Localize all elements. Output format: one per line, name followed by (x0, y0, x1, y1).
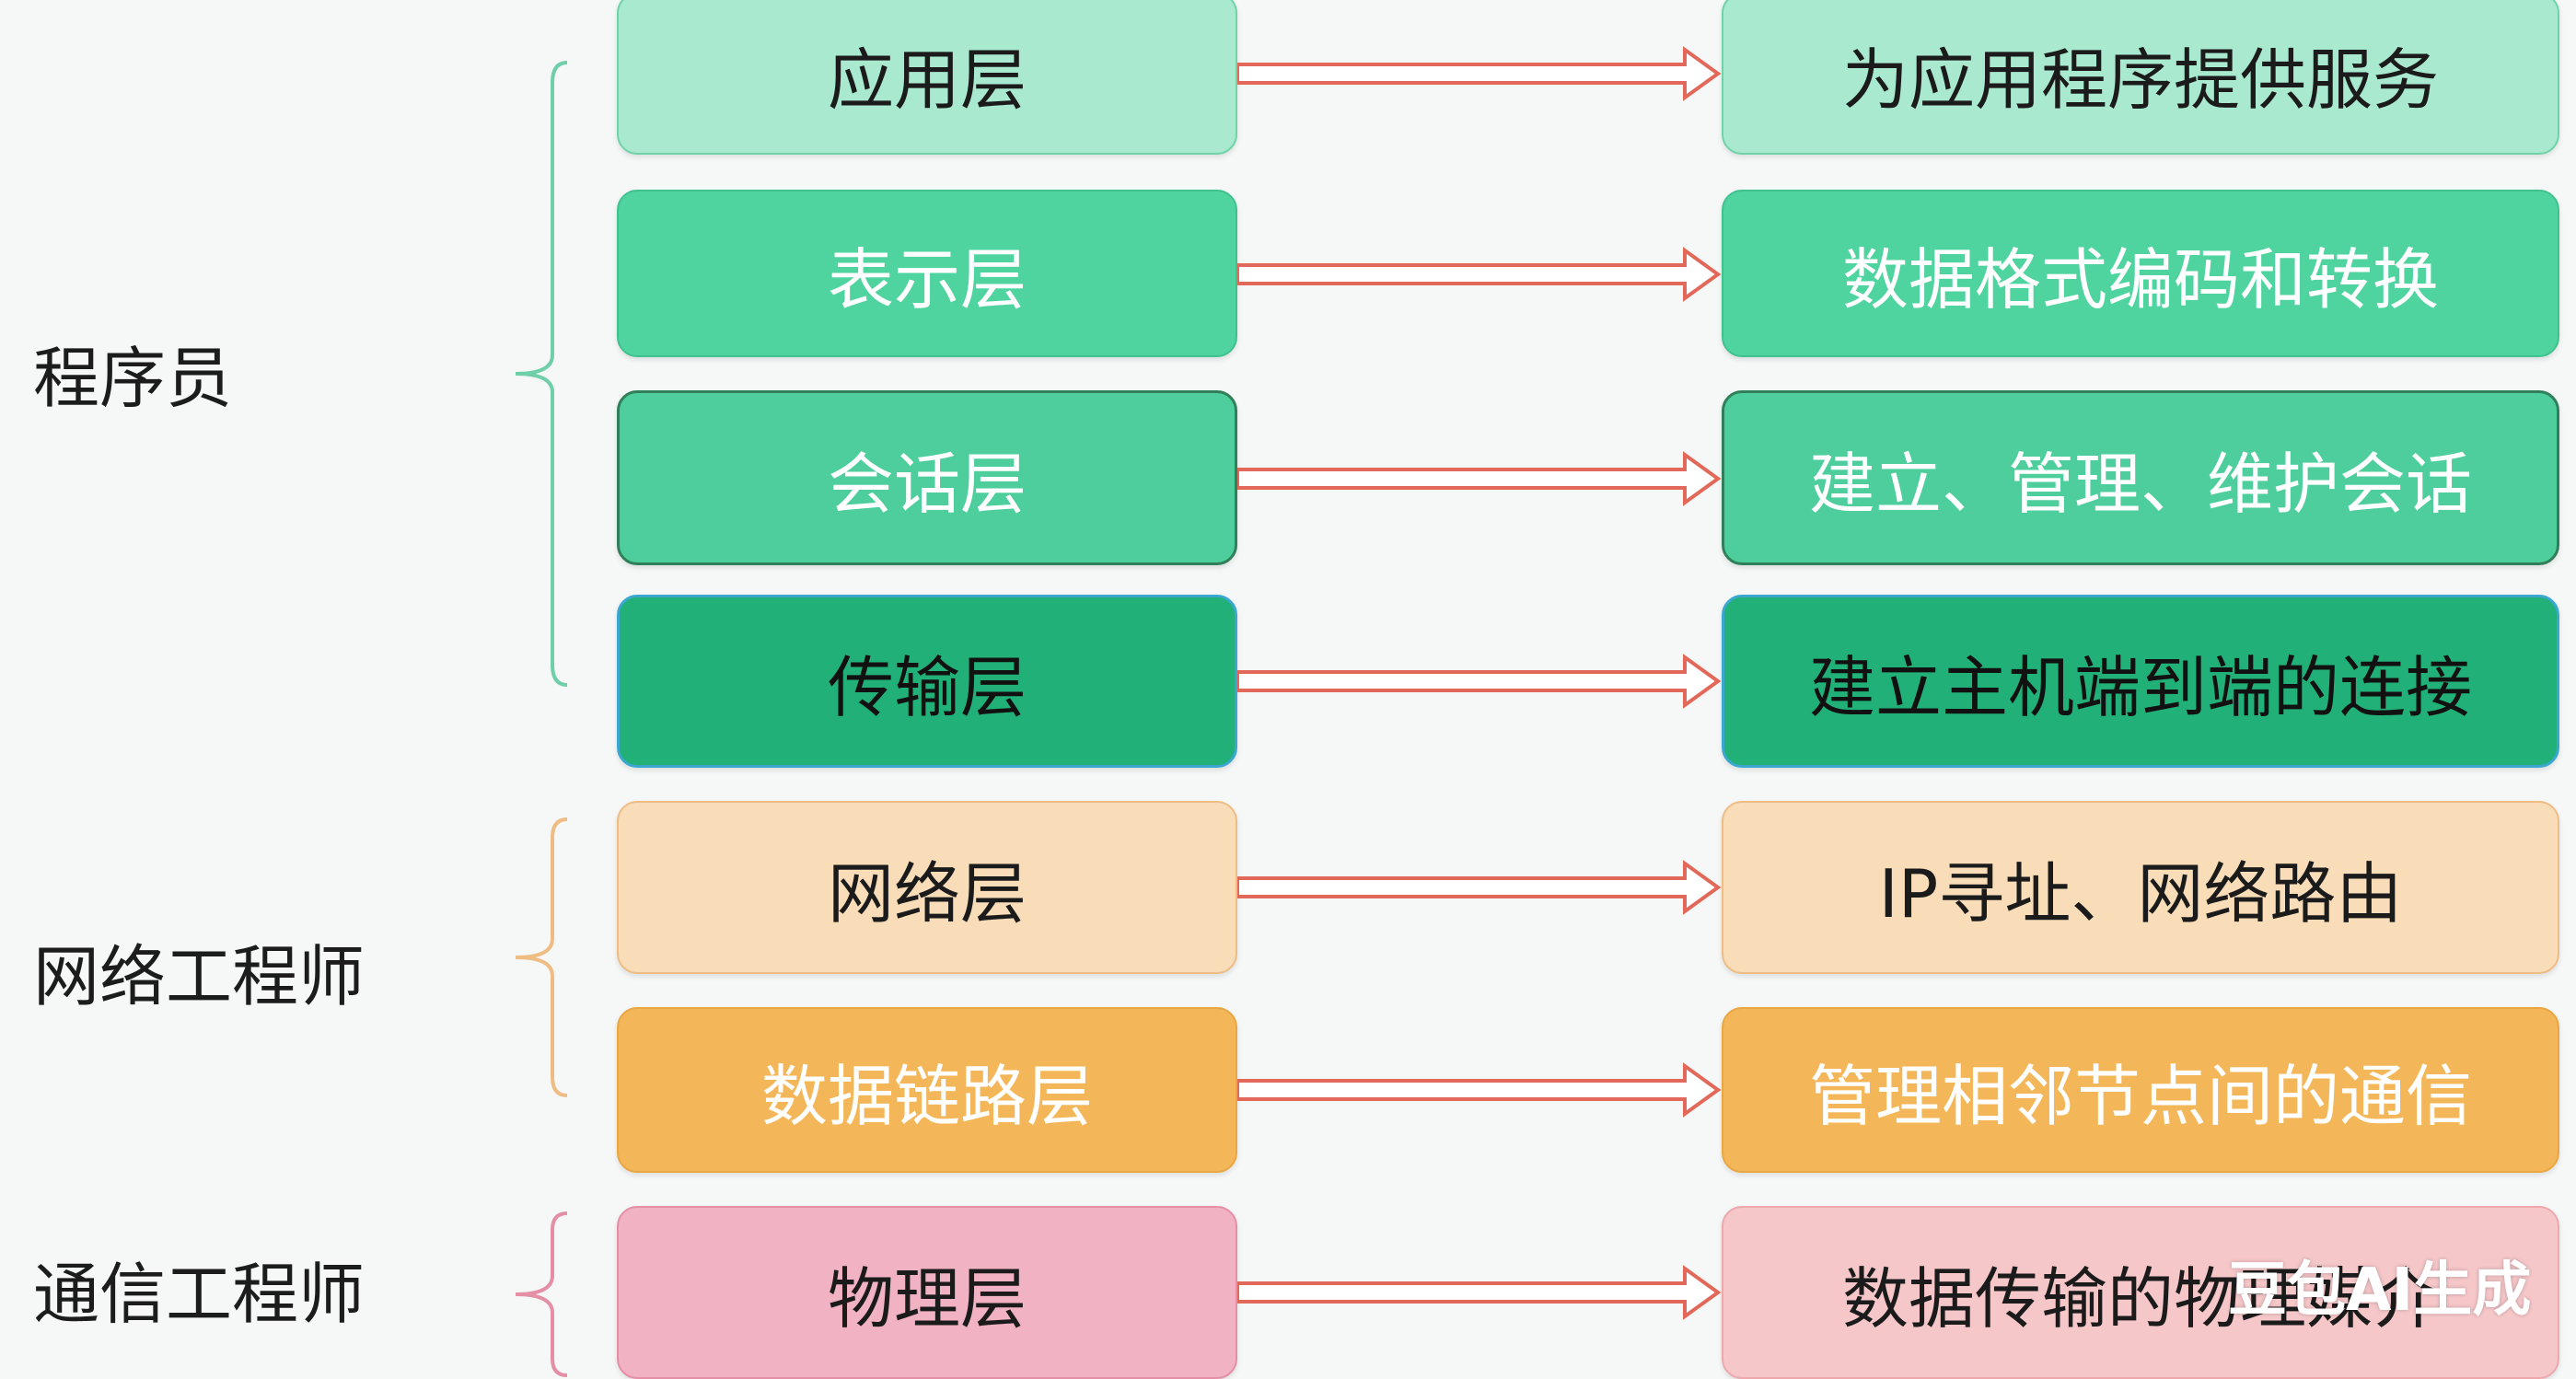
arrow-right-icon (1237, 1265, 1722, 1320)
group-label-programmer: 程序员 (33, 340, 233, 417)
arrow-right-icon (1237, 654, 1722, 709)
desc-box-application: 为应用程序提供服务 (1722, 0, 2559, 155)
brace-communication-engineer (512, 1211, 571, 1377)
group-label-network-engineer: 网络工程师 (33, 938, 366, 1015)
layer-name: 会话层 (827, 445, 1027, 523)
layer-name: 物理层 (827, 1259, 1027, 1338)
arrow-right-icon (1237, 1062, 1722, 1118)
layer-name: 传输层 (827, 648, 1027, 726)
layer-desc: 管理相邻节点间的通信 (1808, 1057, 2472, 1135)
layer-box-network: 网络层 (617, 801, 1237, 974)
layer-box-presentation: 表示层 (617, 190, 1237, 357)
brace-programmer (512, 61, 571, 687)
layer-box-application: 应用层 (617, 0, 1237, 155)
desc-box-transport: 建立主机端到端的连接 (1722, 595, 2559, 768)
desc-box-network: IP寻址、网络路由 (1722, 801, 2559, 974)
arrow-right-icon (1237, 247, 1722, 302)
group-label-communication-engineer: 通信工程师 (33, 1256, 366, 1333)
watermark: 豆包AI生成 (2228, 1257, 2532, 1325)
desc-box-session: 建立、管理、维护会话 (1722, 390, 2559, 565)
layer-desc: IP寻址、网络路由 (1878, 854, 2403, 933)
layer-desc: 数据传输的物理媒介 (1841, 1259, 2439, 1338)
desc-box-physical: 数据传输的物理媒介 (1722, 1206, 2559, 1379)
desc-box-presentation: 数据格式编码和转换 (1722, 190, 2559, 357)
arrow-right-icon (1237, 451, 1722, 506)
layer-name: 数据链路层 (760, 1057, 1093, 1135)
layer-name: 表示层 (827, 240, 1027, 319)
desc-box-data-link: 管理相邻节点间的通信 (1722, 1007, 2559, 1173)
layer-desc: 建立、管理、维护会话 (1808, 445, 2472, 523)
layer-box-session: 会话层 (617, 390, 1237, 565)
layer-name: 网络层 (827, 854, 1027, 933)
brace-network-engineer (512, 817, 571, 1097)
layer-desc: 建立主机端到端的连接 (1808, 648, 2472, 726)
layer-box-physical: 物理层 (617, 1206, 1237, 1379)
layer-box-transport: 传输层 (617, 595, 1237, 768)
layer-box-data-link: 数据链路层 (617, 1007, 1237, 1173)
arrow-right-icon (1237, 46, 1722, 101)
layer-desc: 为应用程序提供服务 (1841, 41, 2439, 119)
arrow-right-icon (1237, 860, 1722, 915)
layer-desc: 数据格式编码和转换 (1841, 240, 2439, 319)
layer-name: 应用层 (827, 41, 1027, 119)
